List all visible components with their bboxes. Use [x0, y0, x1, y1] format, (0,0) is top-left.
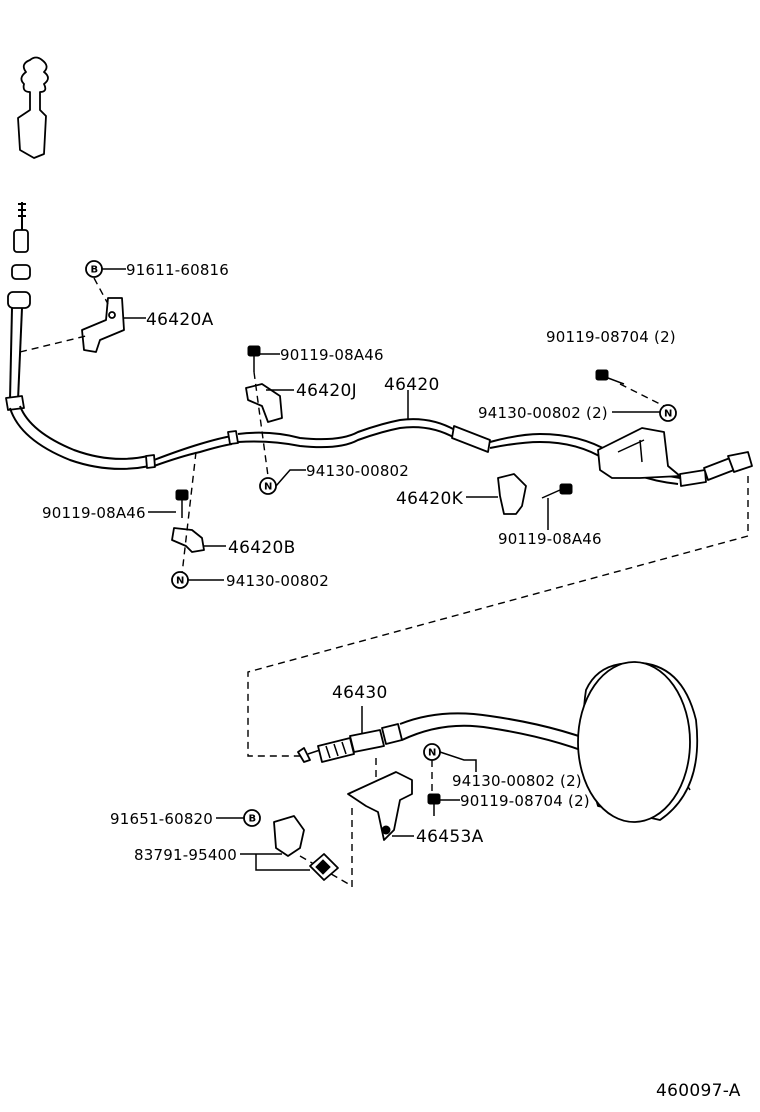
label-94130-00802-left: 94130-00802: [226, 572, 329, 590]
dash-lever-to-clamp: [19, 335, 87, 353]
label-46453a: 46453A: [416, 827, 484, 847]
marker-b-bottom: B: [243, 809, 261, 827]
figure-number: 460097-A: [656, 1081, 741, 1101]
svg-text:B: B: [249, 814, 257, 825]
bolt-icon-top: [247, 345, 261, 372]
label-91611-60816: 91611-60816: [126, 261, 229, 279]
label-46430: 46430: [332, 683, 388, 703]
label-94130-00802-2-bottom: 94130-00802 (2): [452, 772, 582, 790]
label-46420: 46420: [384, 375, 440, 395]
marker-n-left: N: [171, 571, 189, 589]
clip-83791: [273, 815, 305, 857]
dash-bracket-right: [619, 383, 669, 409]
svg-text:N: N: [176, 576, 184, 587]
label-83791-95400: 83791-95400: [134, 846, 237, 864]
svg-text:N: N: [664, 409, 672, 420]
marker-b-top: B: [85, 260, 103, 278]
cable-bracket-right: [597, 427, 681, 479]
label-90119-08a46-left: 90119-08A46: [42, 504, 146, 522]
label-46420a: 46420A: [146, 310, 214, 330]
bolt-icon-right: [541, 483, 573, 499]
leader-83791-b: [255, 854, 310, 871]
front-brake-cable: [5, 202, 753, 487]
label-46420k: 46420K: [396, 489, 464, 509]
dash-cable-join: [247, 476, 749, 757]
svg-text:N: N: [428, 748, 436, 759]
label-90119-08a46-right: 90119-08A46: [498, 530, 602, 548]
marker-n-top-right: N: [659, 404, 677, 422]
clamp-46420a: [81, 297, 125, 353]
label-90119-08a46-top: 90119-08A46: [280, 346, 384, 364]
label-46420j: 46420J: [296, 381, 357, 401]
label-90119-08704-bottom: 90119-08704 (2): [460, 792, 590, 810]
dash-bolt-b-top: [93, 277, 109, 305]
leader-94130-2-bottom: [439, 751, 477, 772]
clamp-46420j: [245, 383, 283, 423]
svg-text:N: N: [264, 482, 272, 493]
label-94130-00802-mid: 94130-00802: [306, 462, 409, 480]
leader-94130-mid: [275, 469, 306, 487]
clamp-46420k: [497, 473, 527, 515]
bolt-icon-bottom: [427, 793, 441, 816]
dash-clamp-b: [181, 451, 197, 575]
label-46420b: 46420B: [228, 538, 296, 558]
label-90119-08704-top: 90119-08704 (2): [546, 328, 676, 346]
plate-83791: [309, 853, 339, 881]
label-94130-00802-2-top: 94130-00802 (2): [478, 404, 608, 422]
label-91651-60820: 91651-60820: [110, 810, 213, 828]
clamp-46420b: [171, 527, 205, 553]
bolt-icon-left: [175, 489, 189, 518]
bolt-icon-top-right: [595, 369, 625, 385]
bracket-46453a: [347, 771, 413, 841]
marker-n-mid: N: [259, 477, 277, 495]
brake-lever-icon: [17, 56, 49, 159]
dash-clamp-j: [253, 371, 269, 477]
brake-drum: [577, 661, 699, 823]
marker-n-bottom: N: [423, 743, 441, 761]
svg-text:B: B: [91, 265, 99, 276]
